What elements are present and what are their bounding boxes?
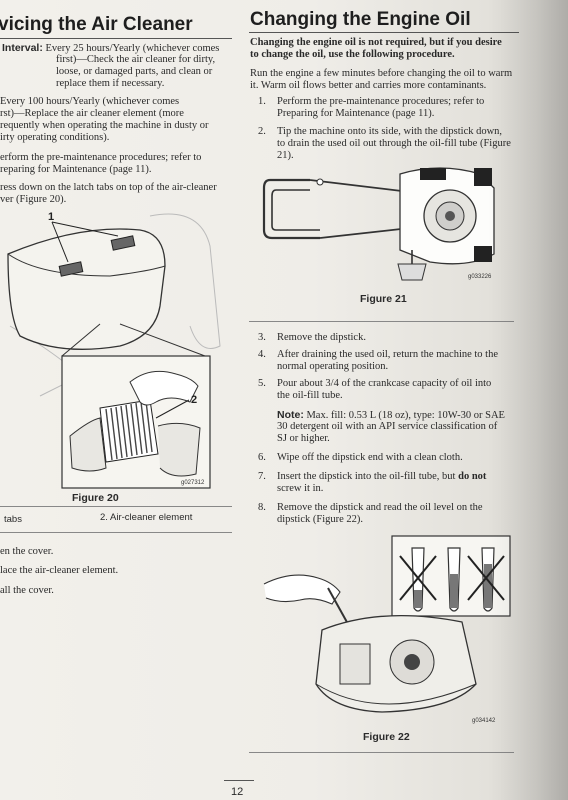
step-7-number: 7. [258,471,266,482]
every100-line1: Every 100 hours/Yearly (whichever comes [0,96,180,107]
every100-line2: rst)—Replace the air cleaner element (mo… [0,108,184,119]
footer-rule [224,780,254,781]
figure21-bottom-rule [249,321,514,322]
note-line1: Note: Max. fill: 0.53 L (18 oz), type: 1… [277,409,505,421]
interval-line3: loose, or damaged parts, and clean or [56,66,213,77]
step-5-number: 5. [258,378,266,389]
figure22-code: g034142 [472,718,496,724]
run-line2: it. Warm oil flows better and carries mo… [250,80,487,91]
step-1-line2: Preparing for Maintenance (page 11). [277,108,435,119]
left-title-rule [0,38,232,39]
step-open: en the cover. [0,546,54,557]
step-2-line2: to drain the used oil out through the oi… [277,138,511,149]
note-line2: 30 detergent oil with an API service cla… [277,421,498,432]
step-1-line1: Perform the pre-maintenance procedures; … [277,96,485,107]
legend-item-1: tabs [4,514,22,525]
note-line3: SJ or higher. [277,433,330,444]
step-press-line2: ver (Figure 20). [0,194,67,205]
figure20-top-rule [0,506,232,507]
step-press-line1: ress down on the latch tabs on top of th… [0,182,217,193]
step-2-line3: 21). [277,150,294,161]
step-6-number: 6. [258,452,266,463]
right-section-title: Changing the Engine Oil [250,9,471,30]
interval-line4: replace them if necessary. [56,78,165,89]
step-5-line1: Pour about 3/4 of the crankcase capacity… [277,378,492,389]
intro-line2: to change the oil, use the following pro… [250,49,455,60]
page-number: 12 [231,786,244,798]
step-2-line1: Tip the machine onto its side, with the … [277,126,503,137]
step-8-number: 8. [258,502,266,513]
step-perform-line2: reparing for Maintenance (page 11). [0,164,152,175]
figure20-bottom-rule [0,532,232,533]
step-perform-line1: erform the pre-maintenance procedures; r… [0,152,202,163]
step-2-number: 2. [258,126,266,137]
figure-21-caption: Figure 21 [360,293,407,305]
step-install: all the cover. [0,585,54,596]
right-title-rule [249,32,519,33]
step-4-line2: normal operating position. [277,361,389,372]
step-8-line2: dipstick (Figure 22). [277,514,364,525]
figure-20-illustration: 1 2 g027312 [7,211,221,489]
intro-line1: Changing the engine oil is not required,… [250,37,502,48]
every100-line3: requently when operating the machine in … [0,120,209,131]
run-line1: Run the engine a few minutes before chan… [250,68,513,79]
step-7-line2: screw it in. [277,483,324,494]
figure22-bottom-rule [249,752,514,753]
step-5-line2: the oil-fill tube. [277,390,343,401]
figure20-code: g027312 [181,480,205,486]
every100-line4: irty operating conditions). [0,132,110,143]
interval-line2: first)—Check the air cleaner for dirty, [56,54,216,65]
step-4-number: 4. [258,349,266,360]
figure-21-illustration: g033226 [262,167,495,281]
figure20-callout-1: 1 [48,211,54,223]
interval-text: Interval: Every 25 hours/Yearly (whichev… [2,42,220,54]
figure-22-caption: Figure 22 [363,731,410,743]
step-7-line1: Insert the dipstick into the oil-fill tu… [277,471,487,482]
step-1-number: 1. [258,96,266,107]
step-3-number: 3. [258,332,266,343]
step-6-line1: Wipe off the dipstick end with a clean c… [277,452,463,463]
figure-22-illustration: g034142 [263,535,511,724]
step-replace: lace the air-cleaner element. [0,565,119,576]
figure21-code: g033226 [468,274,492,280]
step-8-line1: Remove the dipstick and read the oil lev… [277,502,483,513]
figure-20-caption: Figure 20 [72,492,119,504]
left-section-title: vicing the Air Cleaner [0,14,193,35]
step-3-line1: Remove the dipstick. [277,332,366,343]
step-4-line1: After draining the used oil, return the … [277,349,499,360]
legend-item-2: 2. Air-cleaner element [100,512,193,523]
figure20-callout-2: 2 [191,394,197,406]
